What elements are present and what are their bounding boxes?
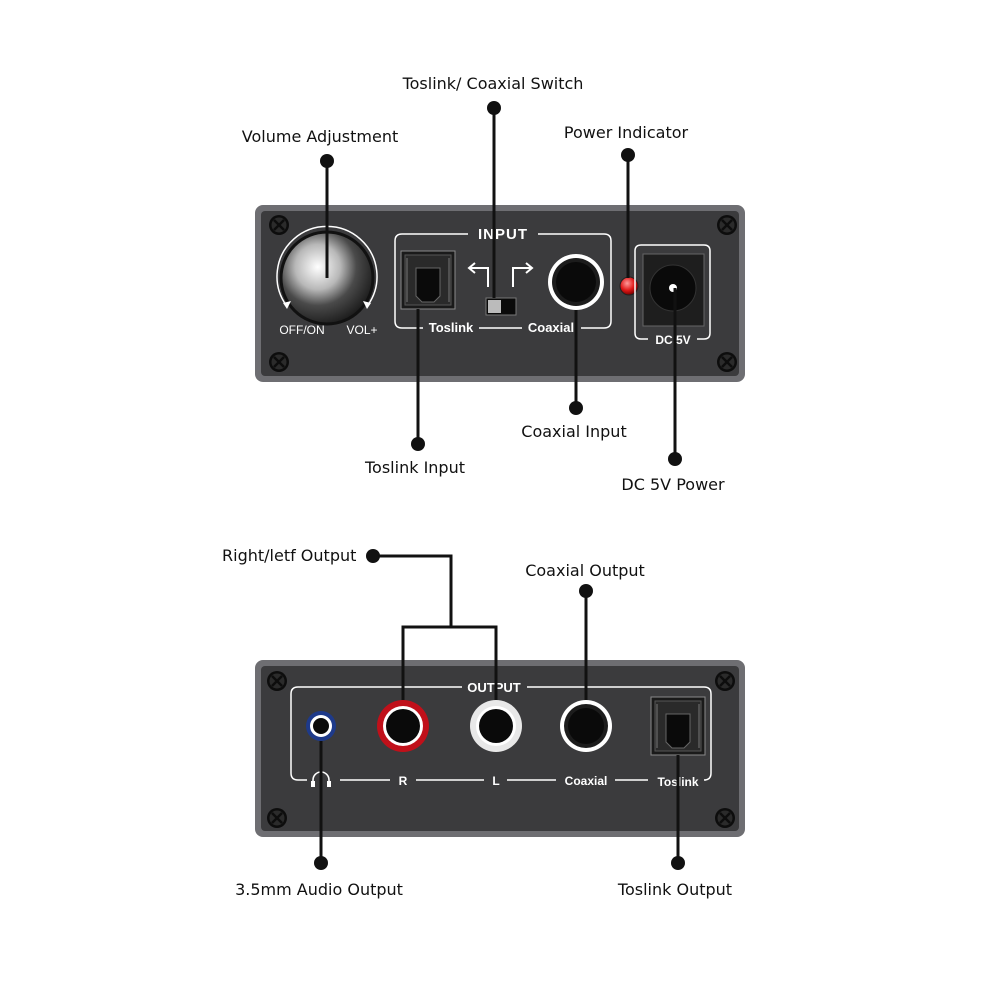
input-group-label: INPUT (478, 226, 528, 243)
callout-coaxial-input: Coaxial Input (521, 422, 627, 441)
output-group-label: OUTPUT (467, 680, 521, 695)
toslink-output-port[interactable] (650, 696, 706, 756)
toslink-coaxial-switch[interactable] (485, 297, 517, 316)
output-panel: OUTPUT R L (255, 660, 745, 837)
rca-right-jack[interactable] (377, 700, 429, 752)
input-callout-lines (320, 101, 682, 466)
coaxial-output-jack[interactable] (560, 700, 612, 752)
headphone-jack[interactable] (306, 711, 336, 741)
screw-icon (265, 669, 289, 693)
rca-right-label: R (399, 774, 408, 788)
toslink-input-port[interactable] (400, 250, 456, 310)
rca-left-label: L (492, 774, 499, 788)
dc-group-outline (634, 244, 711, 340)
callout-toslink-output: Toslink Output (617, 880, 733, 899)
knob-off-on-label: OFF/ON (279, 323, 324, 337)
input-group-outline (394, 233, 612, 329)
rca-left-jack[interactable] (470, 700, 522, 752)
callout-toslink-input: Toslink Input (365, 458, 465, 477)
screw-icon (715, 213, 739, 237)
callout-toslink-coaxial-switch: Toslink/ Coaxial Switch (402, 74, 584, 93)
input-coaxial-label: Coaxial (528, 320, 574, 335)
callout-audio-output: 3.5mm Audio Output (235, 880, 403, 899)
knob-vol-label: VOL+ (346, 323, 377, 337)
screw-icon (713, 669, 737, 693)
output-callout-lines (319, 554, 680, 863)
input-toslink-label: Toslink (429, 320, 474, 335)
input-panel: OFF/ON VOL+ INPUT Toslink Coaxial (255, 205, 745, 382)
callout-power-indicator: Power Indicator (563, 123, 689, 142)
callout-volume-adjustment: Volume Adjustment (241, 127, 399, 146)
output-callout-dots (314, 549, 685, 870)
screw-icon (715, 350, 739, 374)
screw-icon (713, 806, 737, 830)
coaxial-input-jack[interactable] (548, 254, 604, 310)
output-coaxial-label: Coaxial (565, 774, 608, 788)
switch-arrows-icon (467, 262, 534, 287)
callout-right-left-output: Right/letf Output (222, 546, 357, 565)
callout-coaxial-output: Coaxial Output (525, 561, 645, 580)
callout-dc-power: DC 5V Power (621, 475, 725, 494)
output-group-outline (290, 686, 712, 781)
dc-label: DC 5V (655, 333, 690, 347)
screw-icon (265, 806, 289, 830)
screw-icon (267, 213, 291, 237)
screw-icon (267, 350, 291, 374)
